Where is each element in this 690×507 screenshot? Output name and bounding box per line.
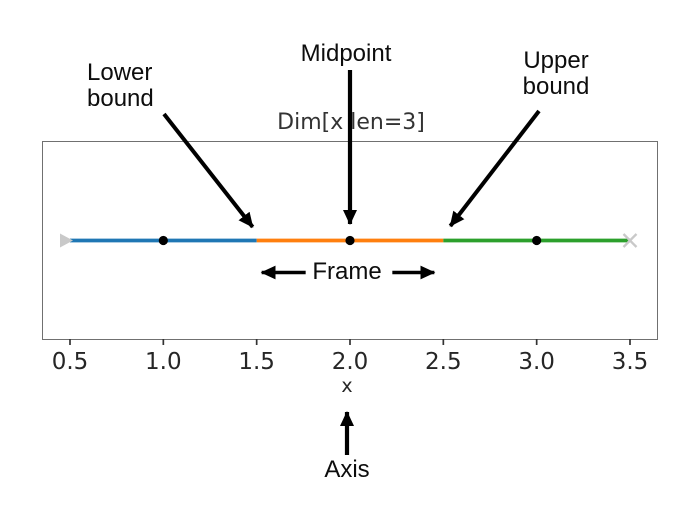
midpoint-label: Midpoint	[300, 40, 392, 67]
x-axis-label: x	[341, 375, 353, 397]
lower-bound-label: Lower bound	[87, 60, 154, 112]
x-tick-label: 1.5	[238, 349, 275, 375]
x-tick-label: 0.5	[51, 349, 89, 375]
x-tick-label: 2.5	[425, 349, 462, 375]
chart-title: Dim[x len=3]	[277, 110, 425, 135]
x-tick-label: 3.0	[518, 349, 555, 375]
upper-bound-label-line2: bound	[522, 73, 590, 100]
plot-area	[42, 141, 658, 340]
x-tick-label: 3.5	[611, 349, 649, 375]
axis-callout-label: Axis	[324, 456, 370, 483]
x-tick-label: 2.0	[331, 349, 369, 375]
frame-label: Frame	[312, 258, 382, 285]
upper-bound-label-line1: Upper	[523, 47, 589, 74]
lower-bound-label-line1: Lower	[87, 59, 153, 86]
upper-bound-label: Upper bound	[523, 48, 590, 100]
lower-bound-label-line2: bound	[87, 85, 154, 112]
x-tick-label: 1.0	[145, 349, 182, 375]
